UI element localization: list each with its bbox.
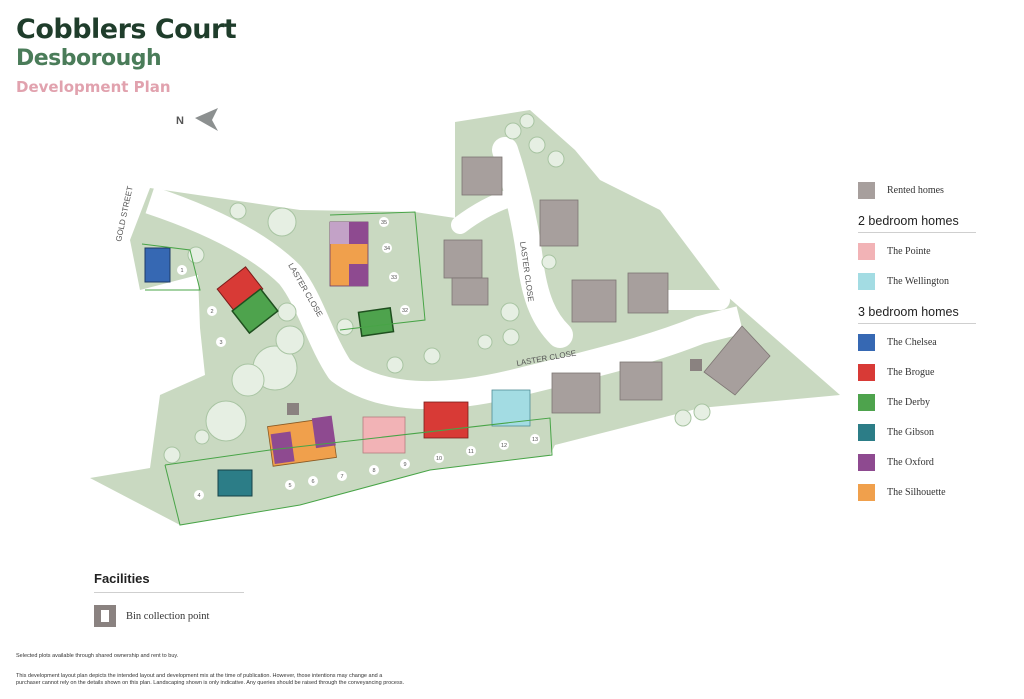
plot-number-labels: 1 2 3 4 5 6 7 8 9 10 11 12 13 32 33 34 3… (177, 217, 540, 500)
legend-label: The Gibson (887, 426, 934, 438)
legend-item-wellington: The Wellington (858, 271, 978, 291)
svg-text:3: 3 (219, 340, 222, 346)
street-label-gold-street: GOLD STREET (114, 185, 135, 242)
legend-item-derby: The Derby (858, 392, 978, 412)
plots-33-35-oxford-silhouette[interactable] (329, 221, 369, 287)
svg-text:7: 7 (340, 474, 343, 480)
svg-text:10: 10 (436, 456, 442, 462)
legend-swatch-derby (858, 393, 875, 411)
rented-homes[interactable] (443, 156, 771, 414)
svg-text:35: 35 (381, 220, 387, 226)
svg-text:33: 33 (391, 275, 397, 281)
svg-text:34: 34 (384, 246, 390, 252)
map-legend: Rented homes 2 bedroom homes The Pointe … (858, 180, 978, 512)
legend-heading-2-bed: 2 bedroom homes (858, 214, 976, 233)
svg-text:8: 8 (372, 468, 375, 474)
svg-text:1: 1 (180, 268, 183, 274)
legend-heading-3-bed: 3 bedroom homes (858, 305, 976, 324)
legend-swatch-oxford (858, 453, 875, 471)
legend-label: The Silhouette (887, 486, 946, 498)
facilities-section: Facilities Bin collection point (94, 571, 244, 627)
location-subtitle: Desborough (16, 46, 162, 71)
svg-text:11: 11 (468, 449, 474, 455)
legend-swatch-pointe (858, 242, 875, 260)
plot-1-chelsea[interactable] (144, 247, 171, 283)
road-spur (451, 186, 529, 234)
availability-note: Selected plots available through shared … (16, 653, 179, 659)
svg-text:9: 9 (403, 462, 406, 468)
plot-3-derby[interactable] (231, 287, 279, 335)
disclaimer-line-1: This development layout plan depicts the… (16, 673, 383, 679)
facility-bin-collection: Bin collection point (94, 605, 244, 627)
legend-swatch-silhouette (858, 483, 875, 501)
compass-north-arrow-icon: N (176, 108, 218, 131)
plots-12-13-wellington[interactable] (491, 389, 531, 427)
plot-boundaries (141, 211, 553, 526)
legend-item-silhouette: The Silhouette (858, 482, 978, 502)
legend-item-rented: Rented homes (858, 180, 978, 200)
compass-label: N (176, 115, 184, 127)
legend-swatch-brogue (858, 363, 875, 381)
legend-label: The Wellington (887, 275, 950, 287)
plots-6-7-silhouette-oxford[interactable] (267, 415, 337, 467)
plan-title: Development Plan (16, 78, 171, 96)
facilities-heading: Facilities (94, 571, 244, 593)
road-laster-close-north (492, 137, 573, 348)
svg-text:32: 32 (402, 308, 408, 314)
facility-label: Bin collection point (126, 610, 210, 622)
legend-label: The Derby (887, 396, 931, 408)
legend-item-gibson: The Gibson (858, 422, 978, 442)
legend-label: The Oxford (887, 456, 934, 468)
plot-4-gibson[interactable] (217, 469, 253, 497)
disclaimer-line-2: purchaser cannot rely on the details sho… (16, 680, 404, 686)
svg-text:13: 13 (532, 437, 538, 443)
legend-swatch-gibson (858, 423, 875, 441)
legend-item-pointe: The Pointe (858, 241, 978, 261)
legend-swatch-wellington (858, 272, 875, 290)
legend-item-oxford: The Oxford (858, 452, 978, 472)
legend-item-chelsea: The Chelsea (858, 332, 978, 352)
bin-icon (94, 605, 116, 627)
trees (163, 113, 711, 464)
svg-text:4: 4 (197, 493, 200, 499)
legend-label: The Chelsea (887, 336, 937, 348)
legend-label: The Pointe (887, 245, 931, 257)
legend-swatch-chelsea (858, 333, 875, 351)
svg-text:6: 6 (311, 479, 314, 485)
svg-text:12: 12 (501, 443, 507, 449)
bin-collection-points[interactable] (287, 359, 702, 415)
svg-text:5: 5 (288, 483, 291, 489)
plots-10-11-brogue[interactable] (423, 401, 469, 439)
legend-label: The Brogue (887, 366, 935, 378)
legend-label: Rented homes (887, 184, 944, 196)
legend-item-brogue: The Brogue (858, 362, 978, 382)
page-title: Cobblers Court (16, 14, 237, 45)
road-laster-close-west (145, 186, 744, 410)
plot-32-derby[interactable] (357, 307, 395, 337)
svg-text:2: 2 (210, 309, 213, 315)
legend-swatch-rented (858, 181, 875, 199)
